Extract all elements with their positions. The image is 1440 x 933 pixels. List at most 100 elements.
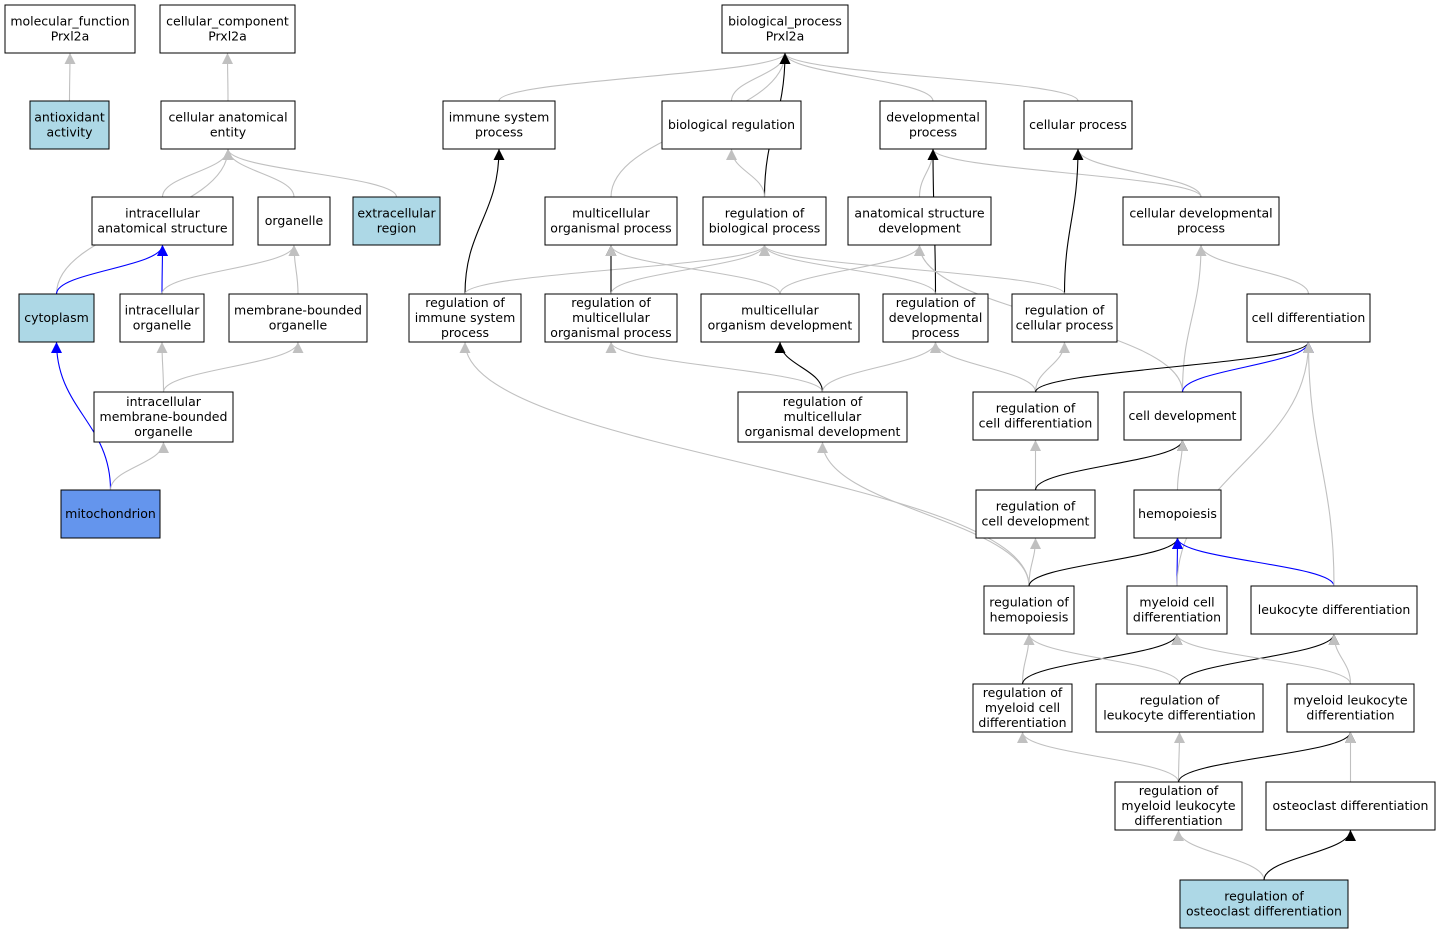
edge-rmcd-to-mcd <box>1021 633 1183 685</box>
go-term-node-breg[interactable]: biological regulation <box>661 100 802 150</box>
node-box <box>352 196 441 246</box>
edge-rmld-to-rmcd <box>1017 731 1180 783</box>
edge-line <box>1172 537 1335 587</box>
edge-line <box>726 148 766 198</box>
go-term-node-ld[interactable]: leukocyte differentiation <box>1250 585 1418 635</box>
node-label-line: membrane-bounded <box>100 409 228 424</box>
edge-line <box>605 244 781 295</box>
edge-line <box>1263 829 1356 881</box>
node-box <box>1133 489 1222 539</box>
edge-rhemo-to-hemo <box>1028 537 1183 587</box>
edge-mito-to-cyto <box>51 341 112 491</box>
edge-imbo-to-mbo <box>162 341 304 393</box>
edge-ias-to-cae <box>161 148 234 198</box>
go-term-node-cyto[interactable]: cytoplasm <box>18 293 95 343</box>
node-label-line: osteoclast differentiation <box>1273 798 1429 813</box>
node-label-line: regulation of <box>996 499 1076 514</box>
node-box <box>702 196 827 246</box>
node-box <box>1023 100 1133 150</box>
edge-rhemo-to-rcdev <box>1028 537 1041 587</box>
go-term-node-cdev[interactable]: cell development <box>1123 391 1242 441</box>
edge-rbp-to-breg <box>726 148 766 198</box>
edge-line <box>779 52 934 102</box>
node-label-line: process <box>909 125 957 140</box>
go-term-node-org[interactable]: organelle <box>257 196 331 246</box>
edge-line <box>1017 731 1180 783</box>
go-term-node-od[interactable]: osteoclast differentiation <box>1265 781 1436 831</box>
edge-ld-to-cdiff <box>1303 341 1335 587</box>
node-label-line: intracellular <box>126 394 202 409</box>
node-box <box>29 100 110 150</box>
node-box <box>975 489 1096 539</box>
node-label-line: process <box>441 325 489 340</box>
edge-line <box>1173 829 1265 881</box>
go-term-node-mito[interactable]: mitochondrion <box>60 489 161 539</box>
go-term-node-cellp[interactable]: cellular process <box>1023 100 1133 150</box>
node-label-line: biological process <box>709 221 821 236</box>
go-term-node-cdiff[interactable]: cell differentiation <box>1246 293 1371 343</box>
edge-rcd-to-cdiff <box>1034 341 1314 393</box>
node-label-line: organelle <box>134 424 193 439</box>
node-box <box>700 293 860 343</box>
node-box <box>1179 879 1349 929</box>
edge-line <box>1034 439 1188 491</box>
edges-layer <box>51 52 1356 881</box>
node-box <box>972 683 1073 733</box>
edge-mld-to-ld <box>1328 633 1352 685</box>
node-label-line: organelle <box>269 318 328 333</box>
node-label-line: Prxl2a <box>766 29 805 44</box>
edge-rmop-to-rbp <box>610 244 770 295</box>
edge-ld-to-hemo <box>1172 537 1335 587</box>
node-label-line: molecular_function <box>10 14 129 29</box>
edge-line <box>1021 633 1183 685</box>
node-label-line: multicellular <box>741 303 820 318</box>
node-box <box>60 489 161 539</box>
node-box <box>1246 293 1371 343</box>
node-label-line: cytoplasm <box>24 310 89 325</box>
edge-cdp-to-devp <box>927 148 1202 198</box>
edge-cdp-to-cellp <box>1072 148 1202 198</box>
edge-line <box>1181 341 1314 393</box>
edge-rcd-to-rdp <box>930 341 1037 393</box>
node-label-line: regulation of <box>1140 693 1220 708</box>
edge-line <box>1176 341 1314 587</box>
edge-line <box>1178 633 1340 685</box>
node-label-line: myeloid leukocyte <box>1293 693 1407 708</box>
node-label-line: intracellular <box>125 303 201 318</box>
edge-cdev-to-cdp <box>1181 244 1207 393</box>
edge-line <box>1028 537 1041 587</box>
go-term-node-hemo[interactable]: hemopoiesis <box>1133 489 1222 539</box>
node-box <box>228 293 368 343</box>
